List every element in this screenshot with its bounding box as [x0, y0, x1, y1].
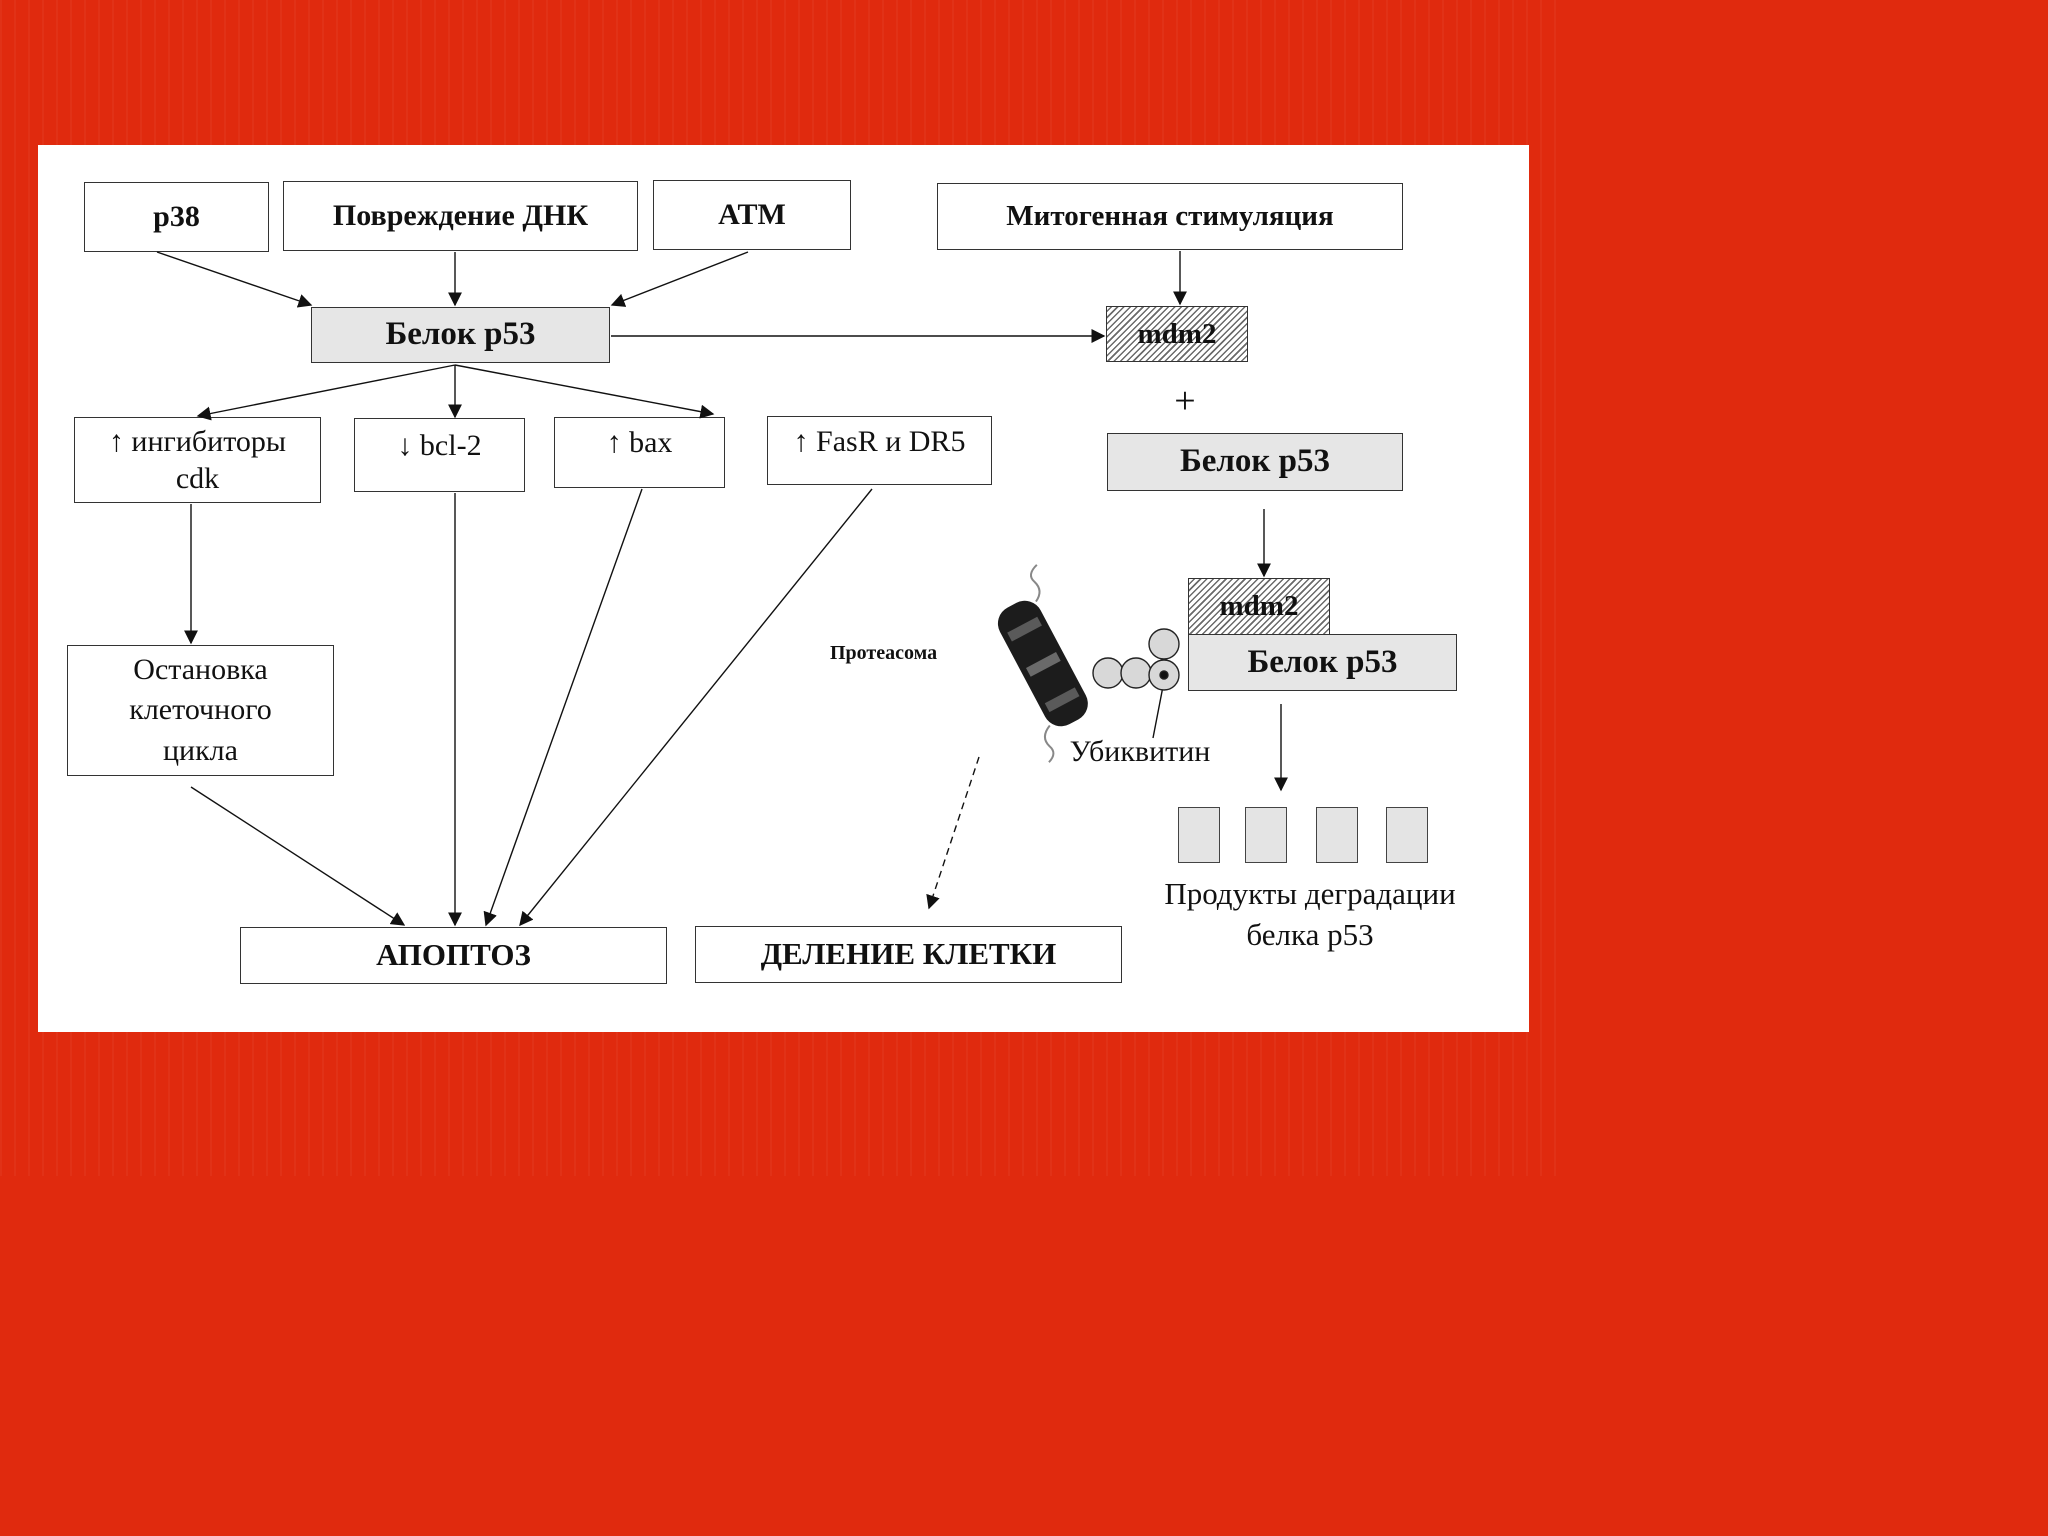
- bcl2-box: ↓ bcl-2: [354, 418, 525, 492]
- cell-cycle-arrest-line-2: клеточного: [129, 693, 272, 727]
- fasr-dr5-box: ↑ FasR и DR5: [767, 416, 992, 485]
- cell-division-label: ДЕЛЕНИЕ КЛЕТКИ: [760, 936, 1057, 972]
- plus-sign: +: [1174, 380, 1196, 422]
- mitogenic-stimulation-box: Митогенная стимуляция: [937, 183, 1403, 250]
- complex-p53-box: Белок p53: [1188, 634, 1457, 691]
- degradation-products-line-1: Продукты деградации: [1164, 876, 1456, 911]
- degradation-fragment: [1178, 807, 1220, 863]
- cell-cycle-arrest-box: Остановка клеточного цикла: [67, 645, 334, 776]
- bax-box: ↑ bax: [554, 417, 725, 488]
- atm-box: ATM: [653, 180, 851, 250]
- ubiquitin-label: Убиквитин: [1069, 735, 1211, 768]
- mdm2-box: mdm2: [1106, 306, 1248, 362]
- apoptosis-label: АПОПТОЗ: [376, 937, 531, 973]
- p38-label: p38: [153, 200, 200, 234]
- complex-mdm2-box: mdm2: [1188, 578, 1330, 635]
- cdk-inhibitors-box: ↑ ингибиторы cdk: [74, 417, 321, 503]
- cdk-inhibitors-line-2: cdk: [175, 462, 220, 495]
- bcl2-label: ↓ bcl-2: [397, 429, 482, 462]
- degradation-fragment: [1386, 807, 1428, 863]
- mitogenic-stimulation-label: Митогенная стимуляция: [1006, 200, 1334, 233]
- p53-protein-right-box: Белок p53: [1107, 433, 1403, 491]
- complex-mdm2-label: mdm2: [1219, 590, 1299, 623]
- bax-label: ↑ bax: [606, 426, 673, 459]
- cell-division-box: ДЕЛЕНИЕ КЛЕТКИ: [695, 926, 1122, 983]
- fasr-dr5-label: ↑ FasR и DR5: [793, 425, 966, 458]
- atm-label: ATM: [718, 198, 786, 232]
- cell-cycle-arrest-line-3: цикла: [163, 733, 238, 767]
- p53-protein-box: Белок p53: [311, 307, 610, 363]
- complex-p53-label: Белок p53: [1247, 643, 1398, 680]
- proteasome-label: Протеасома: [830, 642, 938, 664]
- p53-protein-label: Белок p53: [385, 316, 536, 353]
- degradation-products-line-2: белка p53: [1246, 916, 1374, 952]
- mdm2-label: mdm2: [1137, 317, 1217, 350]
- dna-damage-label: Повреждение ДНК: [332, 199, 589, 233]
- p53-protein-right-label: Белок p53: [1179, 443, 1331, 480]
- degradation-fragment: [1316, 807, 1358, 863]
- cell-cycle-arrest-line-1: Остановка: [133, 652, 268, 686]
- apoptosis-box: АПОПТОЗ: [240, 927, 667, 984]
- degradation-products-label: Продукты деградации белка p53: [1130, 874, 1490, 956]
- p38-box: p38: [84, 182, 269, 252]
- cdk-inhibitors-line-1: ↑ ингибиторы: [108, 424, 287, 458]
- degradation-fragment: [1245, 807, 1287, 863]
- dna-damage-box: Повреждение ДНК: [283, 181, 638, 251]
